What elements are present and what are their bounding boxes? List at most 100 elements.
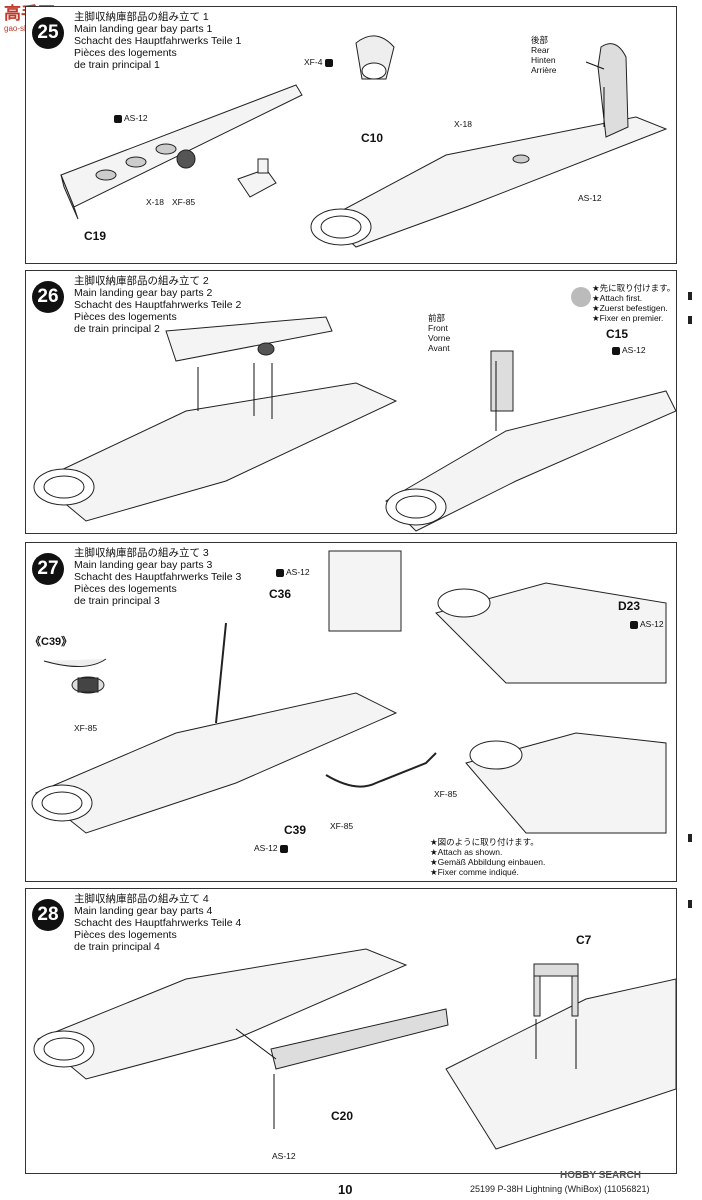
label-x18-left: X-18 [146,197,164,207]
attach-shown-de: ★Gemäß Abbildung einbauen. [430,857,546,867]
title-fr-1: Pièces des logements [74,583,177,595]
rear-fr: Arrière [531,65,557,75]
arrows [585,61,605,127]
title-fr-2: de train principal 2 [74,323,160,335]
registration-mark [688,292,692,300]
c39-pipe-drawing [215,622,437,788]
attach-first-note: ★先に取り付けます。 ★Attach first. ★Zuerst befest… [592,283,675,323]
label-c20: C20 [331,1109,354,1123]
step-title: 主脚収納庫部品の組み立て 1 Main landing gear bay par… [74,11,241,71]
label-as12-left: AS-12 [114,113,148,123]
label-as12: AS-12 [272,1151,296,1161]
title-fr-1: Pièces des logements [74,311,177,323]
rear-en: Rear [531,45,550,55]
front-de: Vorne [428,333,451,343]
title-en: Main landing gear bay parts 4 [74,905,213,917]
step-28-diagram [33,948,676,1150]
attach-shown-en: ★Attach as shown. [430,847,503,857]
title-fr-1: Pièces des logements [74,929,177,941]
inset-detail-drawing [328,550,402,632]
title-de: Schacht des Hauptfahrwerks Teile 1 [74,35,242,47]
title-de: Schacht des Hauptfahrwerks Teile 3 [74,571,242,583]
attach-first-en: ★Attach first. [592,293,643,303]
label-xf85-left: XF-85 [74,723,98,733]
label-as12-bottom: AS-12 [254,843,290,853]
main-bay-drawing [31,692,398,834]
label-as12-top: AS-12 [276,567,310,577]
front-note: 前部 Front Vorne Avant [428,313,450,353]
attach-first-jp: ★先に取り付けます。 [592,283,676,293]
rear-jp: 後部 [531,35,549,45]
rear-note: 後部 Rear Hinten Arrière [531,35,557,75]
watermark: HOBBY SEARCH [560,1170,641,1181]
step-title: 主脚収納庫部品の組み立て 4 Main landing gear bay par… [74,893,241,953]
title-en: Main landing gear bay parts 1 [74,23,213,35]
attach-shown-jp: ★図のように取り付けます。 [430,837,539,847]
page-number: 10 [338,1182,353,1197]
step-number: 26 [32,281,64,313]
label-c15: C15 [606,327,629,341]
label-c19: C19 [84,229,107,243]
left-bay-drawing [33,948,408,1080]
hex-icon [280,844,288,853]
label-as12-d23: AS-12 [630,619,664,629]
step-28-panel: 28 主脚収納庫部品の組み立て 4 Main landing gear bay … [25,888,677,1174]
left-bay-drawing [33,316,398,522]
label-xf85-mid: XF-85 [330,821,354,831]
rear-de: Hinten [531,55,556,65]
title-en: Main landing gear bay parts 2 [74,287,213,299]
label-x18-right: X-18 [454,119,472,129]
c39-detail-drawing [43,658,107,694]
label-xf4: XF-4 [304,57,335,67]
part-c19-drawing [60,84,303,220]
step-number: 27 [32,553,64,585]
right-bay-drawing [445,978,676,1150]
step-25-diagram [60,35,668,248]
title-jp: 主脚収納庫部品の組み立て 4 [74,893,209,905]
title-fr-1: Pièces des logements [74,47,177,59]
label-c36: C36 [269,587,292,601]
label-as12: AS-12 [612,345,646,355]
title-jp: 主脚収納庫部品の組み立て 1 [74,11,209,23]
intake-part-drawing [355,35,395,80]
hex-icon [612,346,620,355]
front-fr: Avant [428,343,450,353]
right-top-bay-drawing [435,582,667,684]
right-bay-drawing [385,350,676,532]
label-d23: D23 [618,599,641,613]
title-en: Main landing gear bay parts 3 [74,559,213,571]
part-c7-drawing [533,963,579,1017]
attach-shown-fr: ★Fixer comme indiqué. [430,867,519,877]
registration-mark [688,900,692,908]
registration-mark [688,834,692,842]
arrows [197,361,497,431]
step-number: 25 [32,17,64,49]
step-26-diagram [33,287,676,532]
label-c39-detail: 《C39》 [30,636,73,648]
step-number: 28 [32,899,64,931]
part-c20-drawing [270,1008,449,1070]
front-jp: 前部 [428,313,446,323]
step-27-diagram [31,550,667,834]
right-bottom-bay-drawing [465,732,667,834]
label-c39: C39 [284,823,307,837]
label-c10: C10 [361,131,384,145]
attach-first-de: ★Zuerst befestigen. [592,303,668,313]
attach-as-shown-note: ★図のように取り付けます。 ★Attach as shown. ★Gemäß A… [430,837,545,877]
hex-icon [630,620,638,629]
label-xf85-right: XF-85 [434,789,458,799]
front-en: Front [428,323,448,333]
step-title: 主脚収納庫部品の組み立て 3 Main landing gear bay par… [74,547,241,607]
attach-first-fr: ★Fixer en premier. [592,313,664,323]
step-26-panel: 26 主脚収納庫部品の組み立て 2 Main landing gear bay … [25,270,677,534]
step-25-panel: 25 主脚収納庫部品の組み立て 1 Main landing gear bay … [25,6,677,264]
title-fr-2: de train principal 4 [74,941,160,953]
hex-icon [324,58,333,67]
title-fr-2: de train principal 3 [74,595,160,607]
title-jp: 主脚収納庫部品の組み立て 3 [74,547,209,559]
product-code: 25199 P-38H Lightning (WhiBox) (11056821… [470,1184,650,1194]
label-xf85: XF-85 [172,197,196,207]
part-bracket-drawing [237,158,277,198]
attach-first-icon [571,287,591,307]
step-title: 主脚収納庫部品の組み立て 2 Main landing gear bay par… [74,275,241,335]
